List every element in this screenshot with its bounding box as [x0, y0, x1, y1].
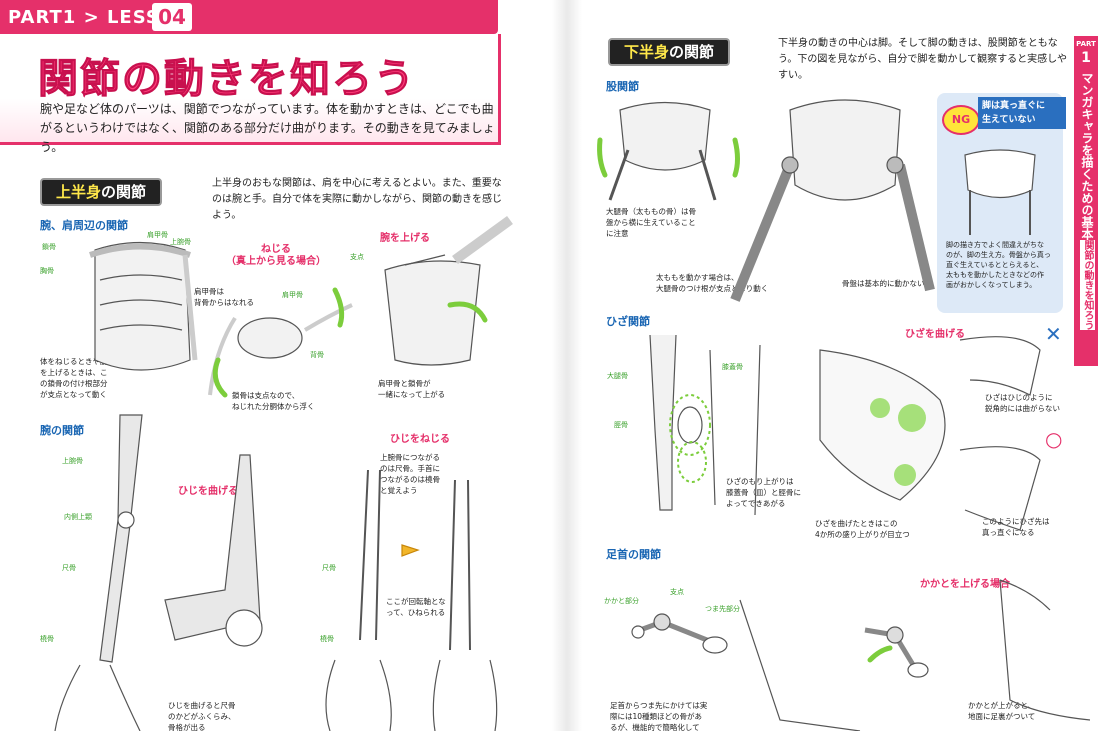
- arm-label-radius-2: 橈骨: [320, 634, 334, 644]
- note-femur: 大腿骨（太ももの骨）は骨 盤から横に生えていること に注意: [606, 206, 696, 239]
- badge-suffix-lower: の関節: [669, 43, 714, 61]
- ng-note: 脚の描き方でよく間違えがちな のが、脚の生え方。骨盤から真っ 直ぐ生えているとと…: [946, 240, 1051, 290]
- ankle-diagram-illustration: [632, 614, 727, 653]
- top-view-illustration: [210, 305, 352, 395]
- note-raise: 肩甲骨と鎖骨が 一緒になって上がる: [378, 378, 445, 400]
- note-pivot: 鎖骨は支点なので、 ねじれた分胴体から浮く: [232, 390, 315, 412]
- ankle-label-toe: つま先部分: [705, 604, 740, 614]
- note-pelvis: 骨盤は基本的に動かない: [842, 278, 925, 289]
- note-knee-four: ひざを曲げたときはこの 4か所の盛り上がりが目立つ: [815, 518, 910, 540]
- shoulder-label-sternum: 胸骨: [40, 266, 54, 276]
- forearm-twist-illustration: [360, 470, 470, 650]
- leg-pose-illustration: [960, 337, 1040, 530]
- note-arm-twist: 上腕骨につながる のは尺骨。手首に つながるのは橈骨 と覚えよう: [380, 452, 440, 496]
- side-tab-subtitle: 関節の動きを知ろう: [1080, 240, 1095, 330]
- elbow-twist-label: ひじをねじる: [390, 430, 450, 445]
- shoulder-label-humerus: 上腕骨: [170, 237, 191, 247]
- pelvis-large-illustration: [735, 100, 930, 300]
- wrong-mark: ✕: [1045, 322, 1062, 346]
- knee-bend-label: ひざを曲げる: [905, 325, 965, 340]
- small-label-scapula: 肩甲骨: [282, 290, 303, 300]
- arm-heading: 腕の関節: [40, 422, 84, 438]
- raise-arm-label: 腕を上げる: [380, 229, 430, 244]
- knee-heading: ひざ関節: [606, 313, 650, 329]
- badge-highlight-lower: 下半身: [624, 43, 669, 61]
- note-ankle-structure: 足首からつま先にかけては実 際には10種類ほどの骨があ るが、機能的で簡略化して: [610, 700, 707, 733]
- ankle-label-heel: かかと部分: [604, 596, 639, 606]
- note-scapula: 肩甲骨は 背骨からはなれる: [194, 286, 254, 308]
- small-label-pivot: 支点: [350, 252, 364, 262]
- bent-knee-illustration: [820, 350, 945, 500]
- ng-title: 脚は真っ直ぐに 生えていない: [978, 97, 1066, 129]
- arm-label-epicondyle: 内側上顆: [64, 512, 92, 522]
- side-tab-number: 1: [1076, 50, 1096, 66]
- lower-body-badge: 下半身の関節: [608, 38, 730, 66]
- upper-body-text: 上半身のおもな関節は、肩を中心に考えるとよい。また、重要なのは腕と手。自分で体を…: [212, 176, 502, 224]
- right-leg-label: 右足: [820, 356, 835, 367]
- lower-body-text: 下半身の動きの中心は脚。そして脚の動きは、股関節をともなう。下の図を見ながら、自…: [778, 36, 1068, 84]
- ribcage-illustration: [90, 243, 195, 371]
- highlight-circles: [670, 395, 710, 482]
- lesson-number: 04: [152, 3, 192, 31]
- page-gutter: [552, 0, 582, 731]
- arm-bones-illustration: [100, 415, 142, 662]
- intro-text: 腕や足など体のパーツは、関節でつながっています。体を動かすときは、どこでも曲がる…: [40, 100, 495, 157]
- twist-label: ねじる （真上から見る場合）: [226, 244, 326, 268]
- page-title: 関節の動きを知ろう: [38, 46, 416, 104]
- arm-label-ulna: 尺骨: [62, 563, 76, 573]
- side-tab-part: PART: [1076, 40, 1096, 48]
- side-tab-title: マンガキャラを描くための基本: [1079, 72, 1096, 240]
- shoulder-heading: 腕、肩周辺の関節: [40, 217, 128, 233]
- heel-raise-label: かかとを上げる場合: [920, 575, 1010, 590]
- note-knee-right: このようにひざ先は 真っ直ぐになる: [982, 516, 1050, 538]
- heel-raise-illustration: [865, 627, 928, 677]
- arm-label-radius: 橈骨: [40, 634, 54, 644]
- note-twist: 体をねじるときや腕 を上げるときは、こ の鎖骨の付け根部分 が支点となって動く: [40, 356, 108, 400]
- knee-label-femur: 大腿骨: [607, 371, 628, 381]
- knee-label-tibia: 脛骨: [614, 420, 628, 430]
- shoulder-label-scapula: 肩甲骨: [147, 230, 168, 240]
- badge-highlight: 上半身: [56, 183, 101, 201]
- shoulder-label-clavicle: 鎖骨: [42, 242, 56, 252]
- ankle-label-pivot: 支点: [670, 587, 684, 597]
- note-elbow-bend: ひじを曲げると尺骨 のかどがふくらみ、 骨格が出る: [168, 700, 236, 733]
- arm-label-ulna-2: 尺骨: [322, 563, 336, 573]
- arm-label-humerus: 上腕骨: [62, 456, 83, 466]
- note-knee-wrong: ひざはひじのように 鋭角的には曲がらない: [985, 392, 1060, 414]
- note-knee-bump: ひざのもり上がりは 膝蓋骨（皿）と脛骨に よってできあがる: [726, 476, 801, 509]
- lesson-header-bar: PART1 > LESSON 04: [0, 0, 498, 34]
- correct-mark: ○: [1045, 427, 1062, 451]
- elbow-bend-label: ひじを曲げる: [178, 482, 238, 497]
- note-femur-move: 太ももを動かす場合は、 大腿骨のつけ根が支点となり動く: [656, 272, 768, 294]
- knee-label-patella: 膝蓋骨: [722, 362, 743, 372]
- badge-suffix: の関節: [101, 183, 146, 201]
- foot-illustration: [740, 580, 1090, 731]
- pelvis-front-illustration: [610, 103, 715, 201]
- ankle-heading: 足首の関節: [606, 546, 661, 562]
- note-heel: かかとが上がると、 地面に足裏がついて: [968, 700, 1035, 722]
- hip-heading: 股関節: [606, 78, 639, 94]
- note-arm-pivot: ここが回転軸とな って、ひねられる: [386, 596, 446, 618]
- hand-illustration: [55, 660, 497, 731]
- upper-body-badge: 上半身の関節: [40, 178, 162, 206]
- ng-badge: NG: [942, 105, 980, 135]
- small-label-spine: 背骨: [310, 350, 324, 360]
